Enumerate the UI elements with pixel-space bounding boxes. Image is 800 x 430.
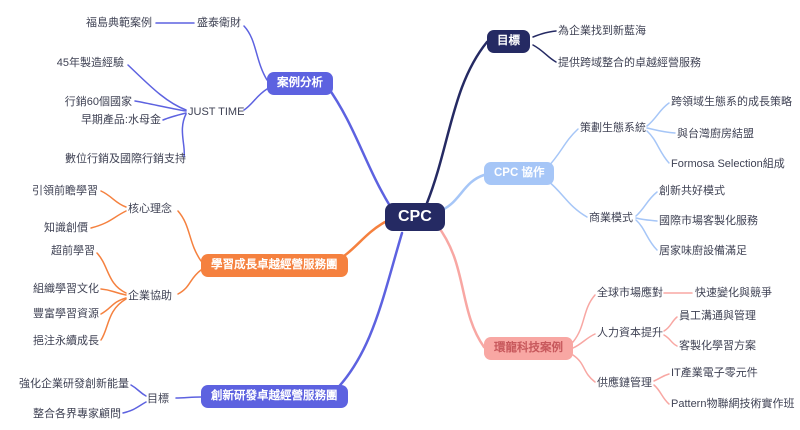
node-tech-case[interactable]: 環龍科技案例 xyxy=(484,337,573,360)
node-innovation-goal-leaf-1[interactable]: 強化企業研發創新能量 xyxy=(19,378,129,390)
node-just-time-leaf-3[interactable]: 早期產品:水母金 xyxy=(80,114,161,126)
node-shengtai[interactable]: 盛泰衛財 xyxy=(197,17,241,29)
edges-case-analysis xyxy=(127,22,392,208)
node-ecosystem[interactable]: 策劃生態系統 xyxy=(580,122,646,134)
node-supply-chain[interactable]: 供應鏈管理 xyxy=(597,377,652,389)
node-enterprise-assist[interactable]: 企業協助 xyxy=(128,290,172,302)
node-supply-chain-leaf-2[interactable]: Pattern物聯網技術實作班 xyxy=(671,398,795,410)
node-just-time[interactable]: JUST TIME xyxy=(188,106,245,118)
node-business-model-leaf-1[interactable]: 創新共好模式 xyxy=(659,185,725,197)
node-shengtai-leaf[interactable]: 福島典範案例 xyxy=(86,17,152,29)
node-human-capital-leaf-1[interactable]: 員工溝通與管理 xyxy=(679,310,756,322)
node-enterprise-assist-leaf-4[interactable]: 挹注永續成長 xyxy=(33,335,99,347)
node-business-model-leaf-3[interactable]: 居家味廚設備滿足 xyxy=(659,245,747,257)
node-just-time-leaf-2[interactable]: 行銷60個國家 xyxy=(64,96,132,108)
node-goal-leaf-1[interactable]: 為企業找到新藍海 xyxy=(558,25,646,37)
node-core-values-leaf-2[interactable]: 知識創價 xyxy=(44,222,88,234)
node-just-time-leaf-4[interactable]: 數位行銷及國際行銷支持 xyxy=(65,153,186,165)
edges-tech-case xyxy=(435,223,693,405)
node-enterprise-assist-leaf-2[interactable]: 組織學習文化 xyxy=(33,283,99,295)
node-core-values-leaf-1[interactable]: 引領前瞻學習 xyxy=(32,185,98,197)
node-business-model[interactable]: 商業模式 xyxy=(589,212,633,224)
node-ecosystem-leaf-2[interactable]: 與台灣廚房結盟 xyxy=(677,128,754,140)
node-center-cpc[interactable]: CPC xyxy=(385,203,445,231)
node-human-capital[interactable]: 人力資本提升 xyxy=(597,327,663,339)
node-goal-leaf-2[interactable]: 提供跨域整合的卓越經營服務 xyxy=(558,57,701,69)
node-global-market[interactable]: 全球市場應對 xyxy=(597,287,663,299)
node-human-capital-leaf-2[interactable]: 客製化學習方案 xyxy=(679,340,756,352)
edges-learning xyxy=(90,190,387,341)
node-enterprise-assist-leaf-1[interactable]: 超前學習 xyxy=(51,245,95,257)
node-supply-chain-leaf-1[interactable]: IT產業電子零元件 xyxy=(671,367,758,379)
node-ecosystem-leaf-3[interactable]: Formosa Selection組成 xyxy=(671,158,785,170)
node-learning-team[interactable]: 學習成長卓越經營服務團 xyxy=(201,254,348,277)
node-goal[interactable]: 目標 xyxy=(487,30,530,53)
node-ecosystem-leaf-1[interactable]: 跨領域生態系的成長策略 xyxy=(671,96,792,108)
node-case-analysis[interactable]: 案例分析 xyxy=(267,72,333,95)
node-innovation-goal-leaf-2[interactable]: 整合各界專家顧問 xyxy=(33,408,121,420)
node-core-values[interactable]: 核心理念 xyxy=(128,203,172,215)
node-cpc-collab[interactable]: CPC 協作 xyxy=(484,162,555,185)
node-business-model-leaf-2[interactable]: 國際市場客製化服務 xyxy=(659,215,758,227)
edges-innovation xyxy=(122,231,404,414)
node-innovation-goal[interactable]: 目標 xyxy=(147,393,169,405)
edges-goal xyxy=(425,30,557,205)
node-innovation-team[interactable]: 創新研發卓越經營服務團 xyxy=(201,385,348,408)
node-just-time-leaf-1[interactable]: 45年製造經驗 xyxy=(56,57,124,69)
node-global-market-leaf-1[interactable]: 快速變化與競爭 xyxy=(695,287,772,299)
node-enterprise-assist-leaf-3[interactable]: 豐富學習資源 xyxy=(33,308,99,320)
